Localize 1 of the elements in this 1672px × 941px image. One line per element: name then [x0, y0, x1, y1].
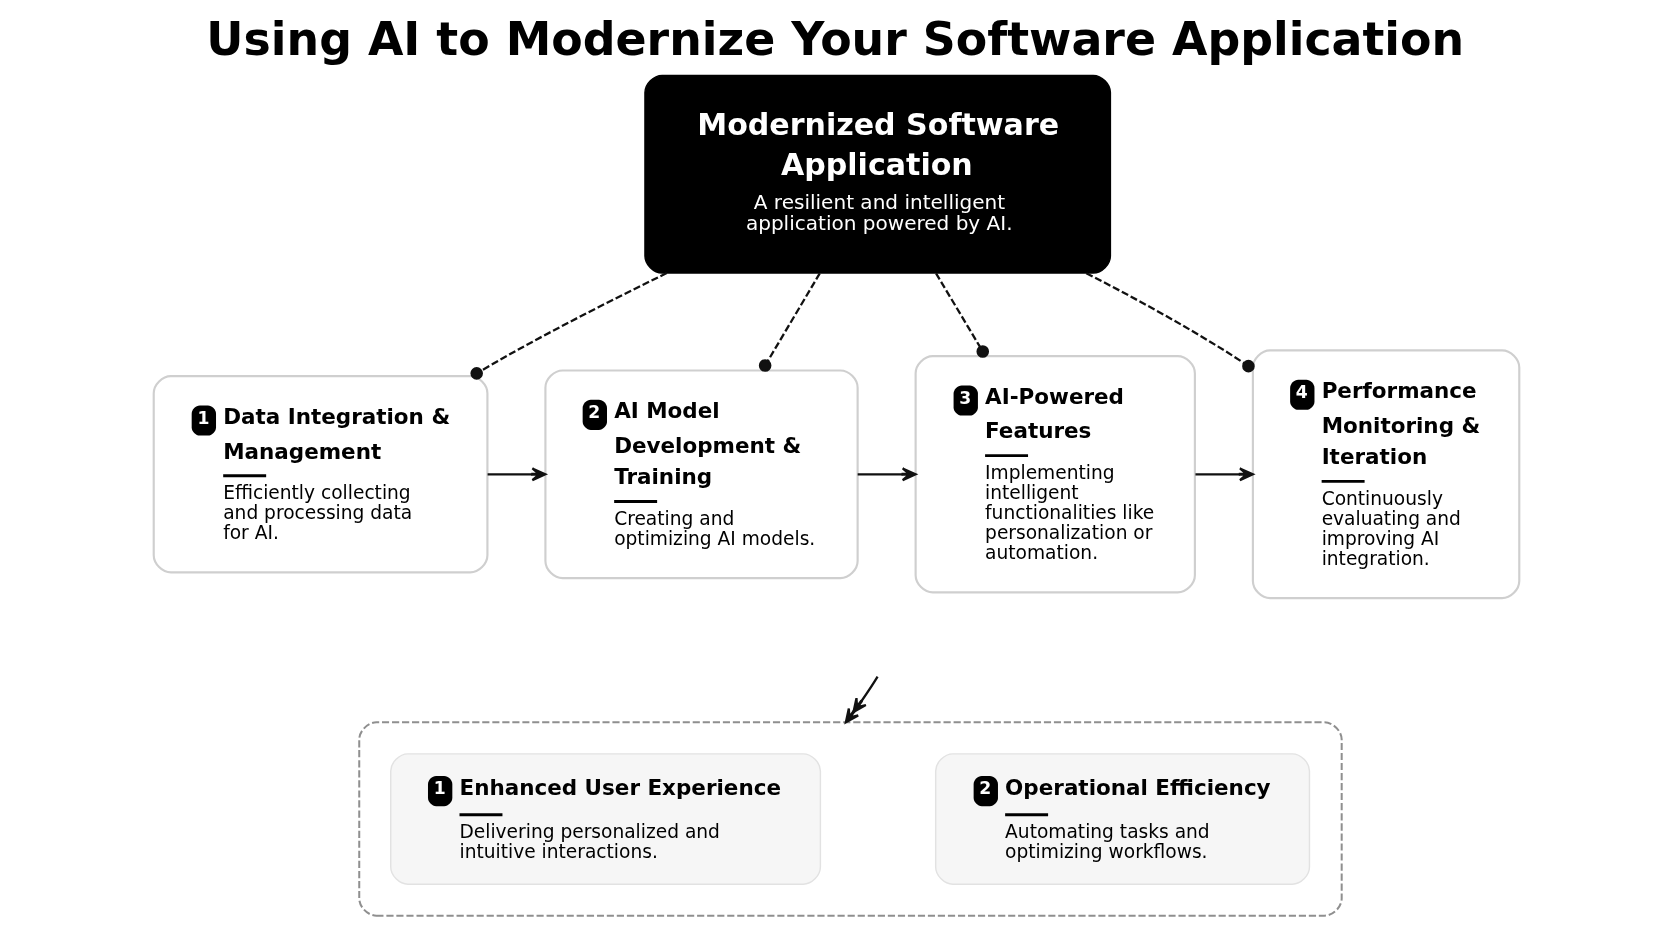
- diagram-title: Using AI to Modernize Your Software Application: [205, 11, 1464, 66]
